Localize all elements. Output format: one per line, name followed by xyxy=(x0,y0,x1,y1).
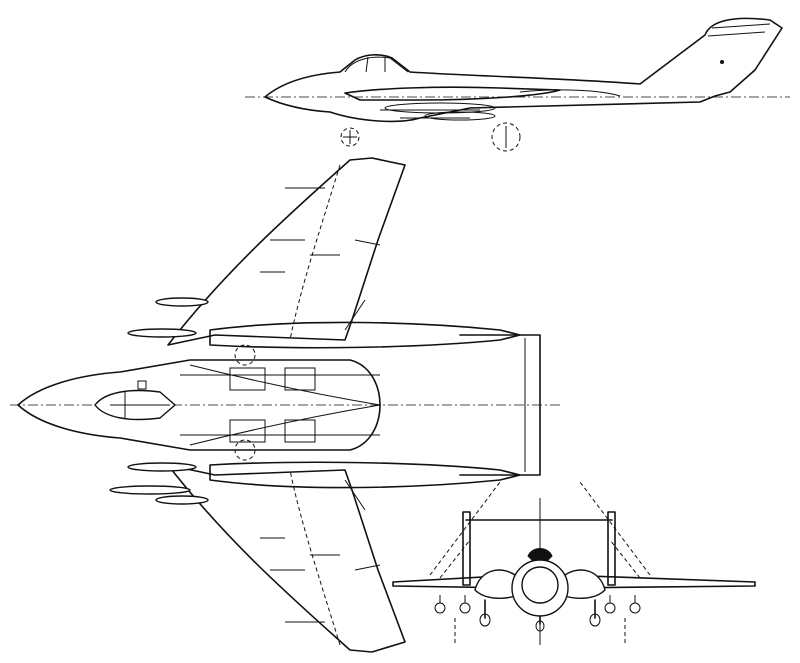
top-left-wing xyxy=(167,157,406,346)
side-wing-root xyxy=(344,86,561,101)
front-nose-wheel xyxy=(535,620,545,632)
top-right-wing xyxy=(167,464,406,653)
side-canopy-frame xyxy=(365,56,369,73)
side-view xyxy=(245,17,790,152)
side-tail-detail xyxy=(707,23,771,37)
top-missile-4 xyxy=(109,485,191,495)
bottom-wing-dashed-spar xyxy=(289,469,341,646)
front-store-pylons xyxy=(439,595,636,603)
side-boom-line xyxy=(519,89,621,97)
top-fairing-curve xyxy=(189,364,381,446)
top-panel-3 xyxy=(284,367,316,391)
front-right-fin xyxy=(607,511,616,586)
top-main-gear-upper xyxy=(234,344,256,366)
side-main-wheel xyxy=(491,122,521,152)
top-panel-2 xyxy=(229,419,266,443)
front-canopy xyxy=(527,548,553,561)
front-left-intake xyxy=(474,569,519,599)
front-store-3 xyxy=(604,602,616,614)
top-upper-boom xyxy=(209,321,521,349)
top-missile-3 xyxy=(127,462,197,472)
front-view xyxy=(392,481,756,645)
top-missile-1 xyxy=(155,297,209,307)
front-right-wheel xyxy=(589,613,601,627)
side-fuselage xyxy=(264,17,783,123)
front-store-4 xyxy=(629,602,641,614)
front-nose xyxy=(521,566,559,604)
top-panel-1 xyxy=(229,367,266,391)
top-wing-dashed-spar xyxy=(289,164,341,341)
top-main-gear-lower xyxy=(234,439,256,461)
top-tailplane xyxy=(459,334,541,476)
front-right-intake xyxy=(561,569,606,599)
top-duct-lines xyxy=(180,374,380,436)
top-missile-2 xyxy=(127,328,197,338)
front-left-wheel xyxy=(479,613,491,627)
top-missile-5 xyxy=(155,495,209,505)
bottom-wing-detail xyxy=(310,479,381,571)
side-canopy xyxy=(344,56,409,73)
front-left-fin xyxy=(462,511,471,586)
top-view xyxy=(10,157,560,653)
side-nose-wheel xyxy=(340,127,360,147)
front-store-2 xyxy=(459,602,471,614)
top-hatch xyxy=(137,380,147,390)
top-lower-boom xyxy=(209,461,521,489)
side-missile-rails xyxy=(380,109,480,119)
front-dashed-lines xyxy=(429,481,651,579)
top-wing-detail xyxy=(310,239,381,331)
front-dashed-verticals xyxy=(454,618,626,645)
front-gear-legs xyxy=(484,599,596,625)
side-tail-mark xyxy=(720,60,724,64)
top-panel-4 xyxy=(284,419,316,443)
top-pylons xyxy=(260,187,325,623)
side-missile-2 xyxy=(424,111,496,121)
front-store-1 xyxy=(434,602,446,614)
